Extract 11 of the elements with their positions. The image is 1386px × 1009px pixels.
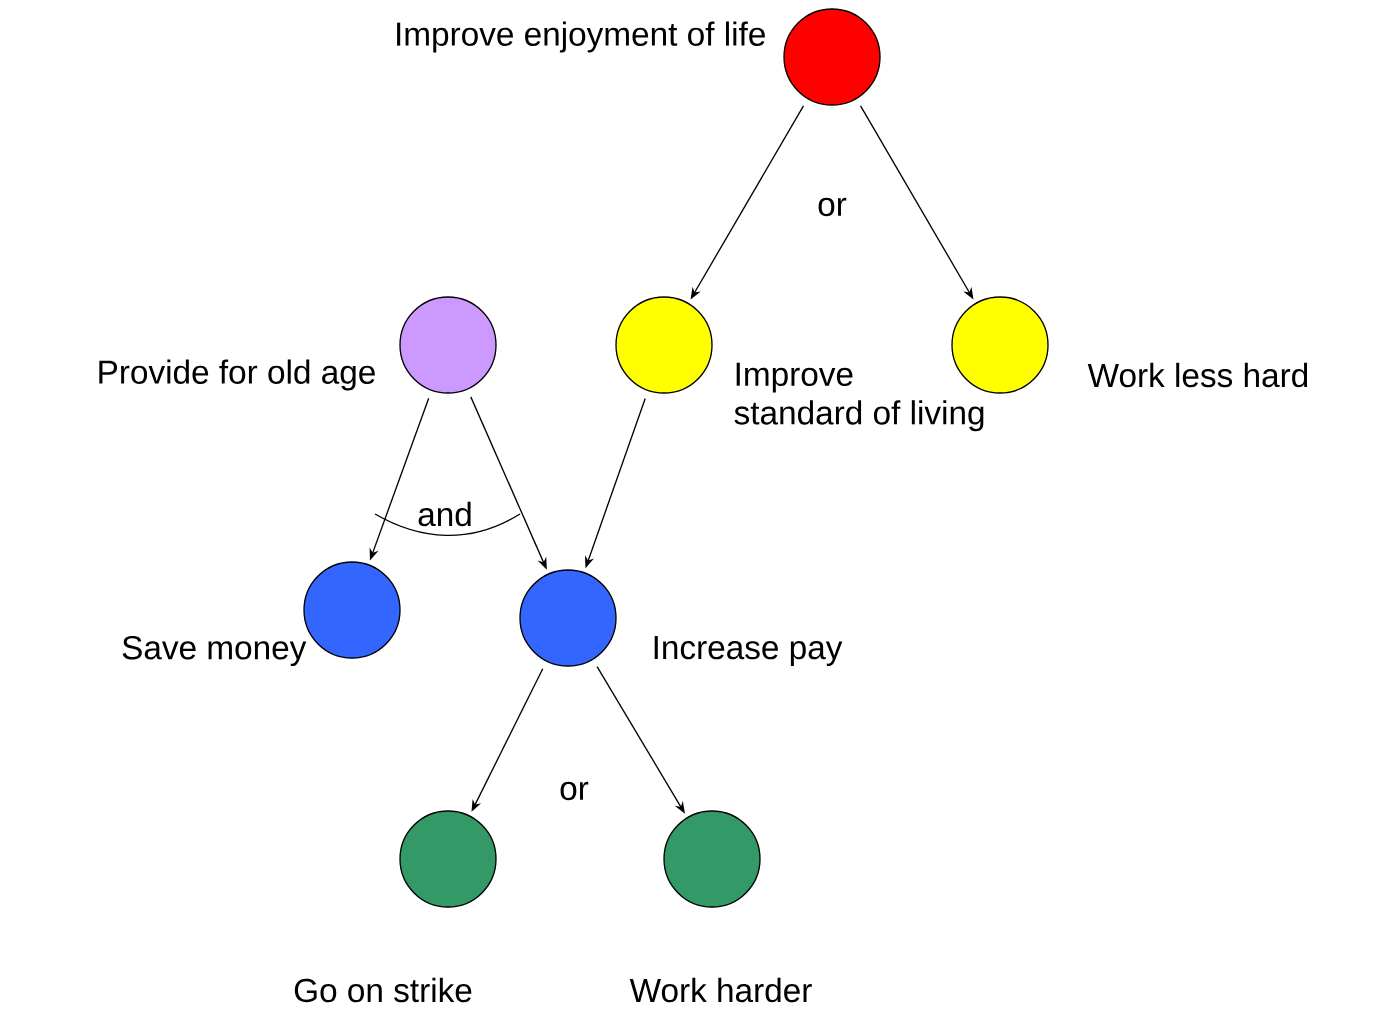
node-label: Improve standard of living xyxy=(734,362,984,432)
node-label: Save money xyxy=(122,635,307,667)
connector-label: and xyxy=(418,501,471,527)
node-label: Work less hard xyxy=(1087,362,1308,388)
node-label: Provide for old age xyxy=(99,359,375,391)
node-label: Work harder xyxy=(629,977,812,1003)
node-label: Go on strike xyxy=(294,977,472,1003)
node-label: Improve enjoyment of life xyxy=(397,21,765,53)
node-label: Increase pay xyxy=(654,636,843,666)
connector-label: or xyxy=(818,197,847,217)
connector-label: or xyxy=(560,781,589,801)
